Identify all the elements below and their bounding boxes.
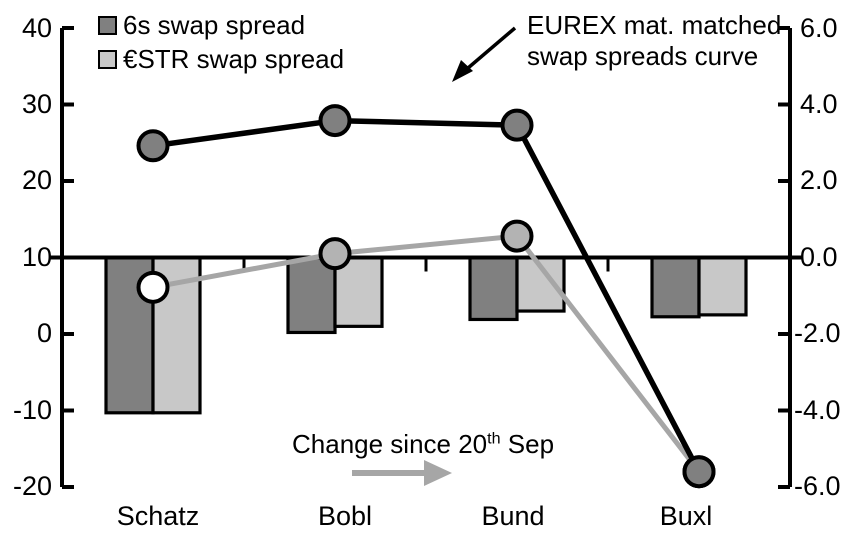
curve-callout-line-1: EUREX mat. matched — [527, 10, 782, 40]
change-since-superscript: th — [487, 429, 501, 448]
line-series-group — [136, 104, 716, 489]
category-label-bund: Bund — [481, 501, 545, 531]
left-axis-tick-neg10: -10 — [12, 395, 52, 425]
left-axis-tick-10: 10 — [21, 242, 52, 272]
category-label-schatz: Schatz — [116, 501, 200, 531]
eurex-curve-marker-bobl — [318, 104, 352, 138]
left-axis-tick-20: 20 — [21, 165, 52, 195]
right-axis-tick-neg4: -4.0 — [794, 395, 841, 425]
legend-item-6s-swap-spread: 6s swap spread — [98, 8, 344, 42]
category-label-bobl: Bobl — [317, 501, 373, 531]
eurex-curve-marker-buxl — [682, 455, 716, 489]
change-since-prefix: Change since 20 — [292, 429, 488, 459]
curve-callout-arrow — [452, 26, 517, 82]
bar-buxl-series-1 — [697, 255, 748, 317]
right-axis-tick-0: 0.0 — [800, 242, 838, 272]
eurex-curve-marker-bund — [500, 108, 534, 142]
right-axis-tick-neg2: -2.0 — [794, 318, 841, 348]
curve-callout-line-2: swap spreads curve — [527, 40, 759, 71]
change-since-suffix: Sep — [500, 429, 555, 459]
axes-group — [50, 26, 802, 489]
left-axis-tick-neg20: -20 — [12, 471, 52, 501]
bar-bobl-series-1 — [333, 255, 384, 328]
eurex-swap-spreads-line — [150, 117, 702, 475]
change-since-marker-bund — [500, 219, 534, 253]
left-axis-tick-30: 30 — [21, 89, 52, 119]
legend-swatch-estr-swap-spread — [98, 49, 117, 69]
change-since-marker-schatz — [136, 270, 170, 304]
bar-bobl-series-0 — [286, 255, 337, 335]
curve-callout-annotation: EUREX mat. matched swap spreads curve — [527, 10, 781, 71]
chart-legend: 6s swap spread €STR swap spread — [98, 8, 344, 76]
left-axis-tick-0: 0 — [36, 318, 52, 348]
eurex-curve-marker-schatz — [136, 129, 170, 163]
right-axis-tick-4: 4.0 — [800, 89, 838, 119]
change-since-marker-bobl — [318, 237, 352, 271]
change-since-annotation: Change since 20th Sep — [292, 429, 554, 460]
change-since-arrow — [352, 460, 452, 486]
change-since-line — [150, 233, 702, 475]
bar-buxl-series-0 — [650, 255, 701, 319]
legend-swatch-6s-swap-spread — [98, 15, 117, 35]
legend-label-estr-swap-spread: €STR swap spread — [123, 44, 345, 74]
legend-item-estr-swap-spread: €STR swap spread — [98, 42, 344, 76]
right-axis-tick-6: 6.0 — [800, 13, 838, 43]
legend-label-6s-swap-spread: 6s swap spread — [123, 10, 306, 40]
category-label-buxl: Buxl — [659, 501, 713, 531]
bar-bund-series-0 — [468, 255, 519, 322]
right-axis-tick-2: 2.0 — [800, 165, 838, 195]
left-axis-tick-40: 40 — [21, 13, 52, 43]
right-axis-tick-neg6: -6.0 — [794, 471, 841, 501]
